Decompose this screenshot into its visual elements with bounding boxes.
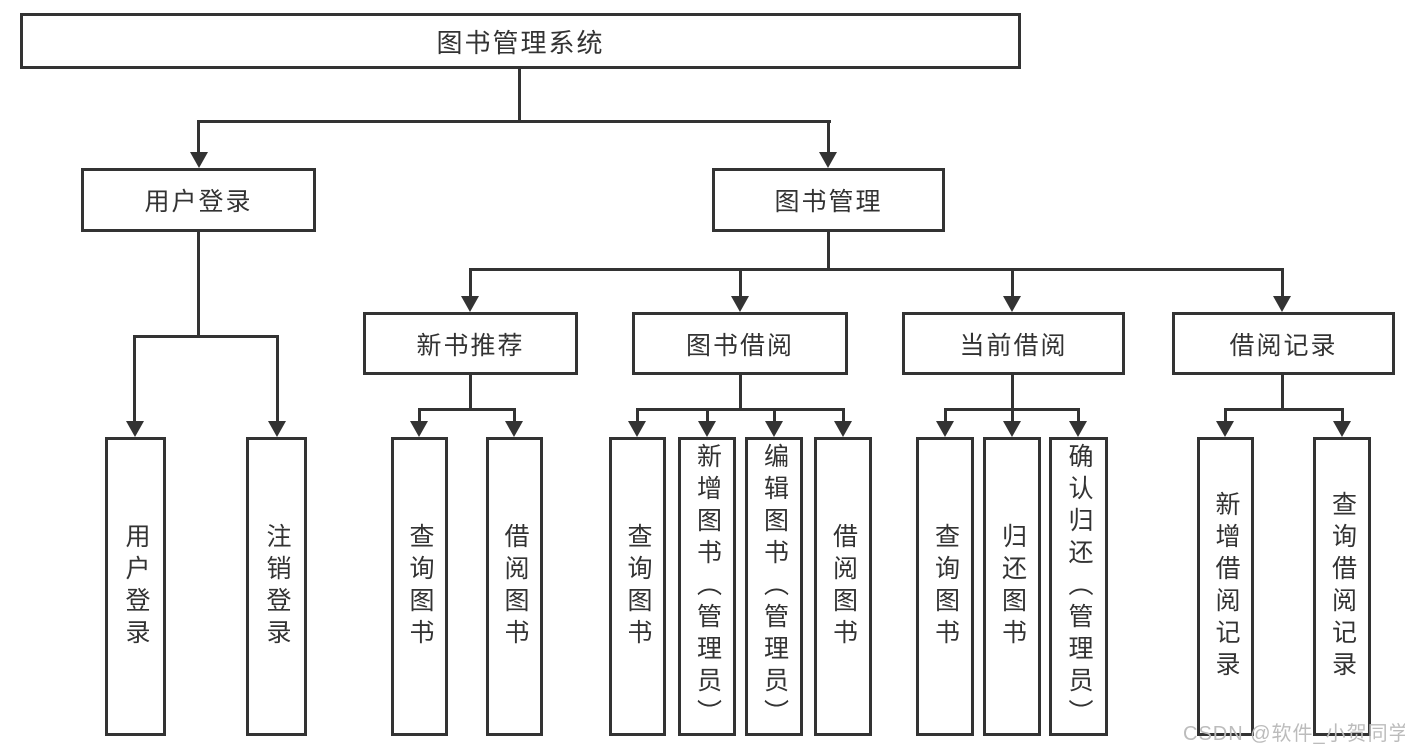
arrow-down-icon xyxy=(1069,421,1087,437)
arrow-down-icon xyxy=(1273,296,1291,312)
connector-line xyxy=(133,335,136,423)
connector-line xyxy=(513,408,516,422)
arrow-down-icon xyxy=(1003,296,1021,312)
arrow-down-icon xyxy=(505,421,523,437)
node-root: 图书管理系统 xyxy=(20,13,1021,69)
arrow-down-icon xyxy=(190,152,208,168)
leaf-borrowing-query-books: 查询图书 xyxy=(609,437,666,736)
node-borrow-records: 借阅记录 xyxy=(1172,312,1395,375)
arrow-down-icon xyxy=(461,296,479,312)
leaf-current-confirm-return-admin-label: 确认归还（管理员） xyxy=(1065,442,1093,731)
node-book-borrowing: 图书借阅 xyxy=(632,312,848,375)
arrow-down-icon xyxy=(628,421,646,437)
connector-line xyxy=(197,120,831,123)
leaf-borrowing-borrow-books: 借阅图书 xyxy=(814,437,872,736)
connector-line xyxy=(842,408,845,422)
leaf-borrowing-add-books-admin-label: 新增图书（管理员） xyxy=(693,442,722,731)
arrow-down-icon xyxy=(268,421,286,437)
leaf-user-login: 用户登录 xyxy=(105,437,166,736)
arrow-down-icon xyxy=(819,152,837,168)
connector-line xyxy=(276,335,279,423)
connector-line xyxy=(469,268,1283,271)
arrow-down-icon xyxy=(1003,421,1021,437)
connector-line xyxy=(944,408,947,422)
leaf-records-query-record: 查询借阅记录 xyxy=(1313,437,1371,736)
connector-line xyxy=(1281,268,1284,298)
connector-line xyxy=(418,408,421,422)
connector-line xyxy=(1011,268,1014,298)
arrow-down-icon xyxy=(698,421,716,437)
connector-line xyxy=(636,408,844,411)
csdn-watermark: CSDN @软件_小贺同学 xyxy=(1183,723,1405,745)
leaf-logout: 注销登录 xyxy=(246,437,307,736)
node-user-login: 用户登录 xyxy=(81,168,316,232)
leaf-newbooks-query-books-label: 查询图书 xyxy=(406,522,434,651)
connector-line xyxy=(518,69,521,120)
connector-line xyxy=(1341,408,1344,422)
arrow-down-icon xyxy=(1216,421,1234,437)
leaf-borrowing-edit-books-admin: 编辑图书（管理员） xyxy=(745,437,803,736)
arrow-down-icon xyxy=(731,296,749,312)
leaf-records-query-record-label: 查询借阅记录 xyxy=(1328,490,1357,683)
connector-line xyxy=(469,268,472,298)
leaf-current-confirm-return-admin: 确认归还（管理员） xyxy=(1049,437,1108,736)
connector-line xyxy=(197,232,200,335)
leaf-records-add-record: 新增借阅记录 xyxy=(1197,437,1254,736)
connector-line xyxy=(197,120,200,154)
connector-line xyxy=(827,120,830,154)
leaf-borrowing-query-books-label: 查询图书 xyxy=(624,522,652,651)
arrow-down-icon xyxy=(936,421,954,437)
connector-line xyxy=(133,335,279,338)
leaf-newbooks-borrow-books: 借阅图书 xyxy=(486,437,543,736)
leaf-current-return-books-label: 归还图书 xyxy=(998,522,1027,651)
leaf-logout-label: 注销登录 xyxy=(263,522,291,651)
leaf-current-query-books: 查询图书 xyxy=(916,437,974,736)
connector-line xyxy=(1011,408,1014,422)
leaf-newbooks-query-books: 查询图书 xyxy=(391,437,448,736)
node-new-book-recommend: 新书推荐 xyxy=(363,312,578,375)
connector-line xyxy=(1011,375,1014,408)
leaf-current-query-books-label: 查询图书 xyxy=(931,522,960,651)
leaf-borrowing-add-books-admin: 新增图书（管理员） xyxy=(678,437,736,736)
connector-line xyxy=(418,408,515,411)
connector-line xyxy=(739,268,742,298)
leaf-current-return-books: 归还图书 xyxy=(983,437,1041,736)
arrow-down-icon xyxy=(410,421,428,437)
connector-line xyxy=(739,375,742,408)
leaf-borrowing-edit-books-admin-label: 编辑图书（管理员） xyxy=(760,442,789,731)
leaf-user-login-label: 用户登录 xyxy=(122,522,150,651)
connector-line xyxy=(773,408,776,422)
arrow-down-icon xyxy=(1333,421,1351,437)
node-current-borrowing: 当前借阅 xyxy=(902,312,1125,375)
connector-line xyxy=(469,375,472,408)
arrow-down-icon xyxy=(126,421,144,437)
leaf-records-add-record-label: 新增借阅记录 xyxy=(1212,490,1240,683)
connector-line xyxy=(1281,375,1284,408)
connector-line xyxy=(1077,408,1080,422)
arrow-down-icon xyxy=(765,421,783,437)
leaf-newbooks-borrow-books-label: 借阅图书 xyxy=(501,522,529,651)
leaf-borrowing-borrow-books-label: 借阅图书 xyxy=(829,522,858,651)
connector-line xyxy=(1224,408,1227,422)
connector-line xyxy=(1224,408,1343,411)
arrow-down-icon xyxy=(834,421,852,437)
connector-line xyxy=(827,232,830,268)
connector-line xyxy=(636,408,639,422)
node-book-management: 图书管理 xyxy=(712,168,945,232)
connector-line xyxy=(706,408,709,422)
